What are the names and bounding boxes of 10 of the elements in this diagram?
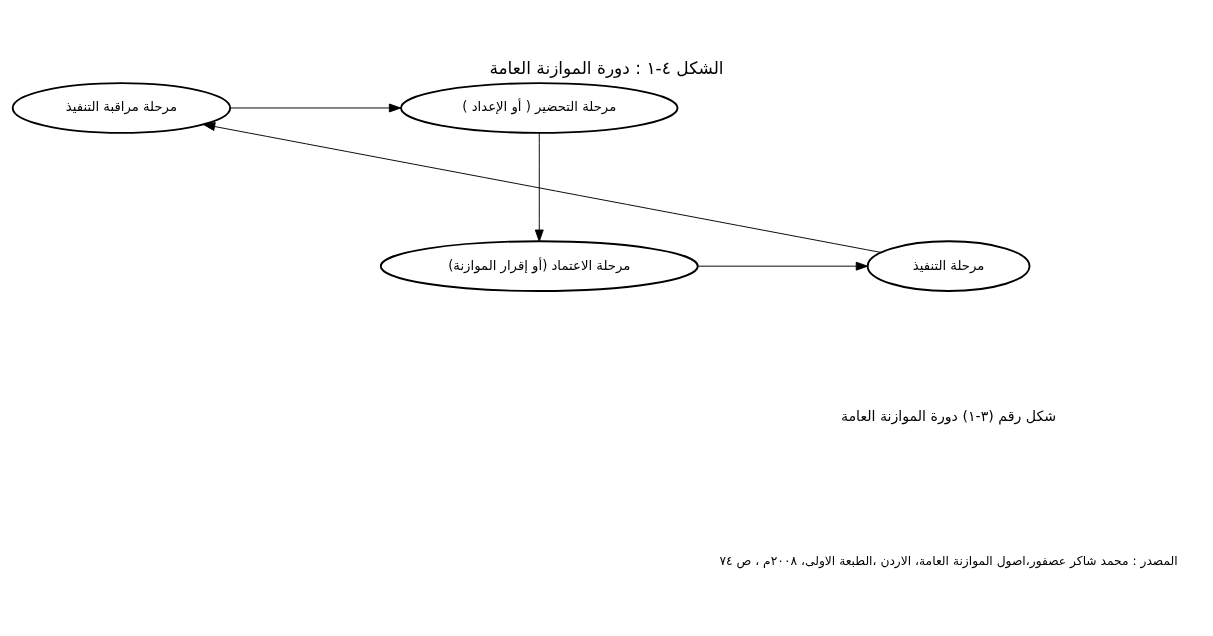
label: المصدر : محمد شاكر عصفور،اصول الموازنة العامة، الاردن ،الطبعة الاولى، ٢٠٠٨م ، ص ٧٤ [719,554,1178,569]
arrow [697,261,869,271]
label: شكل رقم (٣-١) دورة الموازنة العامة [840,408,1057,425]
node-ellipse: مرحلة التحضير ( أو الإعداد ) [400,82,679,134]
node-ellipse: مرحلة التنفيذ [866,240,1031,292]
arrow [534,132,544,242]
arrow [230,103,402,113]
diagram-title: الشكل ٤-١ : دورة الموازنة العامة [489,58,724,79]
node-ellipse: مرحلة الاعتماد (أو إقرار الموازنة) [379,240,699,292]
arrow [202,122,882,253]
